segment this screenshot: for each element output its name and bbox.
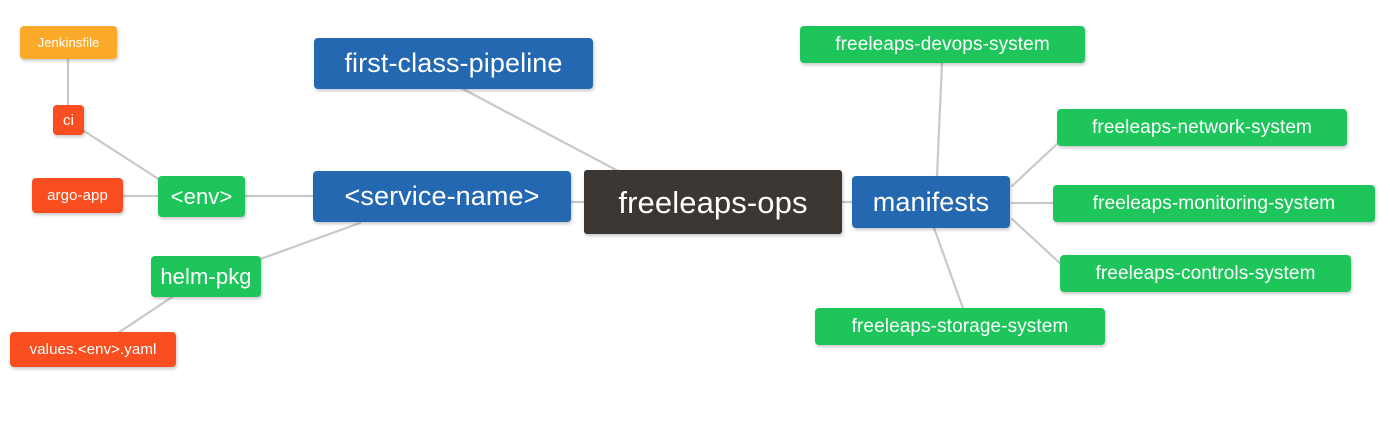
- node-freeleaps-network-system[interactable]: freeleaps-network-system: [1057, 109, 1347, 146]
- node-values-yaml[interactable]: values.<env>.yaml: [10, 332, 176, 367]
- node-ci[interactable]: ci: [53, 105, 84, 135]
- edge-service-name-helm-pkg: [250, 221, 362, 264]
- edge-manifests-network-system: [1010, 142, 1059, 188]
- edge-helm-pkg-values-yaml: [116, 295, 174, 335]
- node-env[interactable]: <env>: [158, 176, 245, 217]
- node-manifests[interactable]: manifests: [852, 176, 1010, 228]
- edge-manifests-devops-system: [935, 61, 944, 178]
- node-freeleaps-storage-system[interactable]: freeleaps-storage-system: [815, 308, 1105, 345]
- edge-env-ci: [82, 129, 162, 182]
- node-argo-app[interactable]: argo-app: [32, 178, 123, 213]
- node-first-class-pipeline[interactable]: first-class-pipeline: [314, 38, 593, 89]
- node-freeleaps-ops[interactable]: freeleaps-ops: [584, 170, 842, 234]
- edge-root-first-class-pipeline: [461, 87, 622, 174]
- node-freeleaps-monitoring-system[interactable]: freeleaps-monitoring-system: [1053, 185, 1375, 222]
- node-service-name[interactable]: <service-name>: [313, 171, 571, 222]
- node-freeleaps-controls-system[interactable]: freeleaps-controls-system: [1060, 255, 1351, 292]
- node-freeleaps-devops-system[interactable]: freeleaps-devops-system: [800, 26, 1085, 63]
- node-jenkinsfile[interactable]: Jenkinsfile: [20, 26, 117, 59]
- edge-manifests-controls-system: [1010, 217, 1065, 268]
- node-helm-pkg[interactable]: helm-pkg: [151, 256, 261, 297]
- edge-manifests-storage-system: [932, 226, 966, 313]
